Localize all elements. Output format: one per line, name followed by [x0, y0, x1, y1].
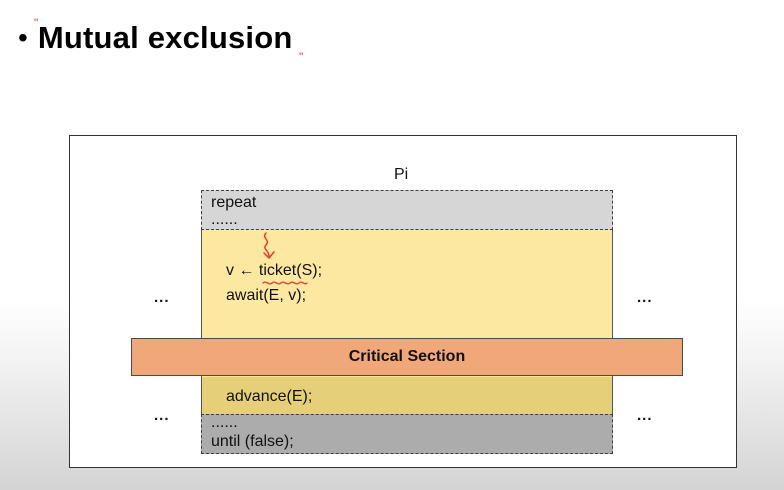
code-advance: advance(E); [226, 388, 313, 405]
repeat-block [201, 190, 613, 230]
code-ticket: v ← ticket(S); [226, 262, 323, 279]
code-until: until (false); [211, 433, 294, 450]
annotation-right-mark: " [299, 50, 304, 64]
critical-section-bar: Critical Section [131, 338, 683, 376]
handwritten-underline-icon [262, 281, 308, 285]
code-repeat: repeat [211, 194, 257, 211]
slide-title: Mutual exclusion [37, 20, 293, 55]
left-top-ellipsis: ... [154, 289, 170, 306]
code-await: await(E, v); [226, 287, 307, 304]
process-label: Pi [394, 166, 409, 183]
slide-title-row: • Mutual exclusion [18, 20, 293, 56]
until-block [201, 414, 613, 454]
handwritten-arrow-icon [263, 232, 275, 259]
right-bottom-ellipsis: ... [637, 407, 653, 424]
annotation-left-mark: " [34, 16, 39, 30]
exit-section-block [201, 377, 613, 414]
code-top-ellipsis: ...... [211, 211, 238, 228]
code-bottom-ellipsis: ...... [211, 414, 238, 431]
left-bottom-ellipsis: ... [154, 407, 170, 424]
bullet-icon: • [18, 22, 28, 53]
right-top-ellipsis: ... [637, 289, 653, 306]
